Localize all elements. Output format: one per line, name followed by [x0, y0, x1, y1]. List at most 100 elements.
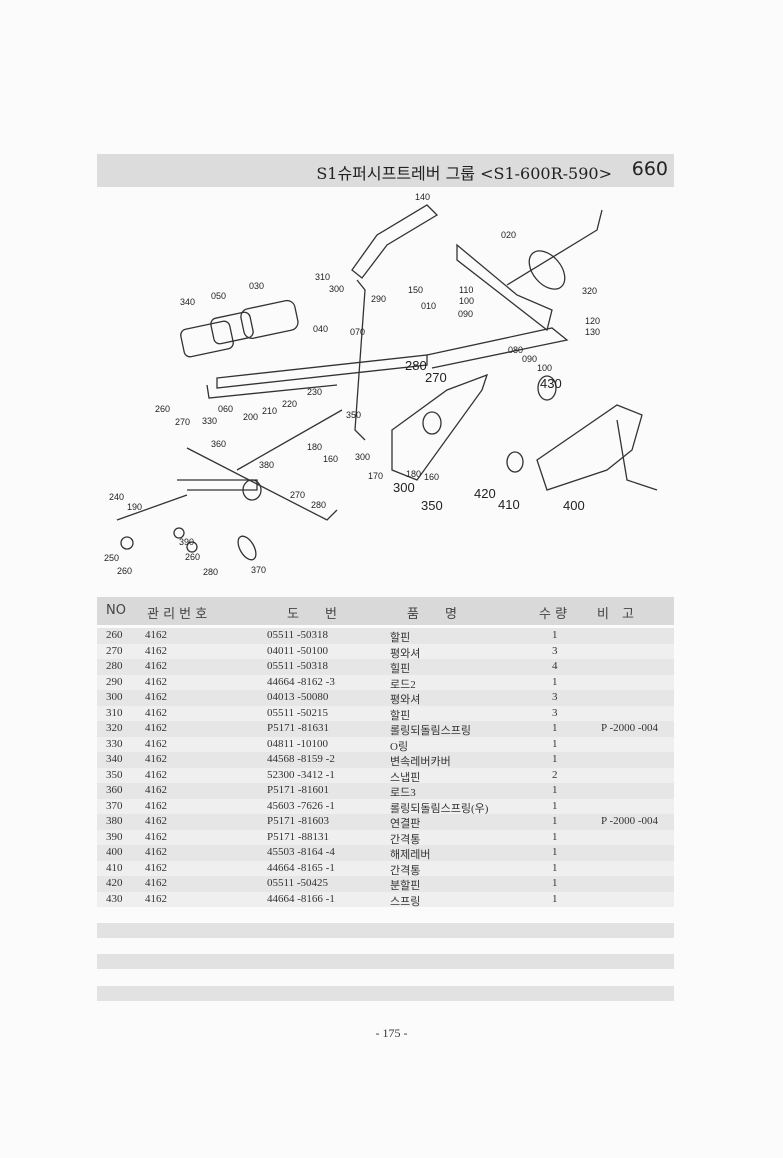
cell-mgmt-number: 4162 — [145, 644, 167, 657]
cell-part-name: 롤링되돌림스프링 — [390, 725, 471, 737]
callout: 120 — [585, 316, 601, 326]
callout: 270 — [175, 417, 191, 427]
callout: 090 — [522, 354, 538, 364]
callout: 300 — [355, 452, 371, 462]
cell-mgmt-number: 4162 — [145, 861, 167, 874]
callout: 150 — [408, 285, 424, 295]
table-row: 370 4162 45603 -7626 -1 롤링되돌림스프링(우) 1 — [97, 798, 674, 815]
cell-part-name: 힐핀 — [390, 663, 411, 675]
cell-quantity: 1 — [552, 675, 558, 688]
cell-no: 260 — [106, 629, 123, 641]
callout: 280 — [405, 358, 427, 373]
table-row: 430 4162 44664 -8166 -1 스프링 1 — [97, 891, 674, 908]
cell-drawing-number: 05511 -50425 — [267, 877, 329, 889]
cell-mgmt-number: 4162 — [145, 846, 167, 858]
cell-quantity: 4 — [552, 660, 558, 672]
callout: 330 — [202, 416, 218, 426]
header-quantity: 수 량 — [539, 607, 568, 622]
cell-part-name: 스냅핀 — [390, 771, 421, 784]
cell-quantity: 1 — [552, 830, 558, 843]
callout: 260 — [155, 404, 171, 414]
cell-mgmt-number: 4162 — [145, 660, 167, 672]
cell-quantity: 3 — [552, 691, 558, 703]
table-row: 350 4162 52300 -3412 -1 스냅핀 2 — [97, 767, 674, 784]
cell-drawing-number: 04011 -50100 — [267, 644, 329, 657]
cell-part-name: 변속레버카버 — [390, 756, 451, 768]
callout: 200 — [243, 412, 259, 422]
table-row: 270 4162 04011 -50100 평와셔 3 — [97, 643, 674, 660]
header-no: NO — [106, 603, 126, 618]
rod-290 — [354, 279, 366, 441]
cell-drawing-number: 44664 -8162 -3 — [267, 675, 335, 688]
callout: 110 — [459, 285, 474, 295]
callout: 280 — [203, 567, 219, 577]
empty-row — [97, 986, 674, 1001]
cell-no: 280 — [106, 660, 123, 672]
table-row: 300 4162 04013 -50080 평와셔 3 — [97, 690, 674, 706]
callout: 210 — [262, 406, 278, 416]
cell-drawing-number: 52300 -3412 -1 — [267, 768, 335, 781]
callout: 100 — [537, 363, 553, 373]
callout: 280 — [311, 500, 327, 510]
callout: 050 — [211, 291, 227, 301]
callout: 070 — [350, 327, 366, 337]
callout: 290 — [371, 294, 387, 304]
callout: 170 — [368, 471, 384, 481]
empty-row — [97, 923, 674, 938]
cell-no: 430 — [106, 892, 123, 905]
callout: 130 — [585, 327, 601, 337]
cell-mgmt-number: 4162 — [145, 753, 167, 765]
table-row: 310 4162 05511 -50215 할핀 3 — [97, 705, 674, 722]
cell-drawing-number: P5171 -88131 — [267, 830, 330, 843]
callout: 270 — [425, 370, 447, 385]
cell-quantity: 1 — [552, 846, 558, 858]
lever-400 — [536, 404, 643, 491]
table-row: 290 4162 44664 -8162 -3 로드2 1 — [97, 674, 674, 691]
shaft-010 — [216, 354, 428, 389]
cell-drawing-number: 05511 -50318 — [267, 629, 329, 641]
cell-drawing-number: 04811 -10100 — [267, 737, 329, 750]
cell-part-name: 할핀 — [390, 632, 411, 644]
cell-part-name: 간격통 — [390, 864, 421, 877]
table-row: 260 4162 05511 -50318 할핀 1 — [97, 628, 674, 644]
cell-drawing-number: 45503 -8164 -4 — [267, 846, 335, 858]
callout: 230 — [307, 387, 323, 397]
cell-quantity: 3 — [552, 644, 558, 657]
cell-quantity: 1 — [552, 877, 558, 889]
cell-quantity: 2 — [552, 768, 558, 781]
callout: 030 — [249, 281, 265, 291]
cell-part-name: 로드2 — [390, 678, 416, 691]
cell-no: 320 — [106, 722, 123, 734]
callout: 420 — [474, 486, 496, 501]
table-row: 360 4162 P5171 -81601 로드3 1 — [97, 783, 674, 799]
table-row: 340 4162 44568 -8159 -2 변속레버카버 1 — [97, 752, 674, 768]
callout: 410 — [498, 497, 520, 512]
cell-part-name: 평와셔 — [390, 647, 421, 660]
page-number: - 175 - — [375, 1026, 408, 1040]
cell-mgmt-number: 4162 — [145, 706, 167, 719]
cell-no: 350 — [106, 768, 123, 781]
cell-mgmt-number: 4162 — [145, 629, 167, 641]
callout: 320 — [582, 286, 598, 296]
page-code: 660 — [631, 158, 668, 180]
cell-quantity: 1 — [552, 737, 558, 750]
callout: 040 — [313, 324, 329, 334]
exploded-parts-diagram: 140 020 320 310 300 150 290 340 050 030 … — [97, 190, 674, 590]
cell-mgmt-number: 4162 — [145, 691, 167, 703]
cell-mgmt-number: 4162 — [145, 722, 167, 734]
callout: 190 — [127, 502, 143, 512]
cell-part-name: 해제레버 — [390, 849, 431, 861]
table-row: 400 4162 45503 -8164 -4 해제레버 1 — [97, 845, 674, 861]
cell-quantity: 1 — [552, 815, 558, 827]
cell-drawing-number: 05511 -50215 — [267, 706, 329, 719]
cell-no: 330 — [106, 737, 123, 750]
cell-no: 390 — [106, 830, 123, 843]
cell-mgmt-number: 4162 — [145, 675, 167, 688]
cell-mgmt-number: 4162 — [145, 815, 167, 827]
callout: 350 — [421, 498, 443, 513]
collar-410 — [506, 451, 524, 473]
table-row: 330 4162 04811 -10100 O링 1 — [97, 736, 674, 753]
callout: 140 — [415, 192, 431, 202]
cell-mgmt-number: 4162 — [145, 768, 167, 781]
cell-no: 380 — [106, 815, 123, 827]
